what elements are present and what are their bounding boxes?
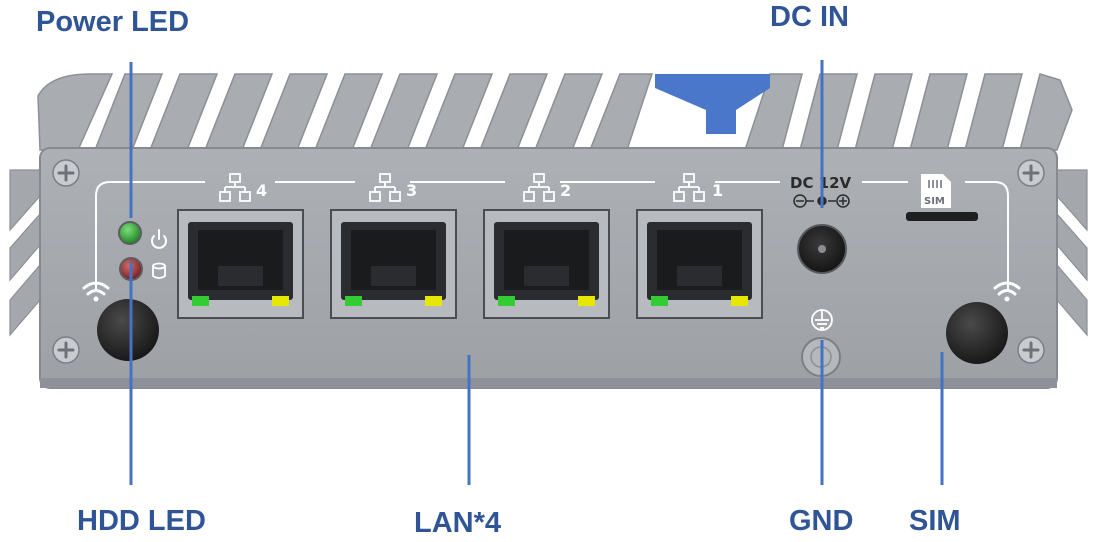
lan-callout: LAN*4 [414,507,502,539]
lan-port-number: 3 [406,181,417,200]
sim-icon-label: SIM [924,196,945,207]
corner-screws [52,159,1045,364]
power-icon [151,229,167,249]
power-led [118,221,142,245]
panel-outline [95,181,1009,290]
network-icon [673,173,705,202]
hdd-led-callout: HDD LED [77,505,206,537]
antenna-left [97,299,159,361]
network-icon [523,173,555,202]
power-led-callout: Power LED [36,6,190,38]
dc-in-callout: DC IN [770,1,849,33]
callout-lines [129,60,944,485]
wifi-icon [82,281,110,296]
top-blue-accent [655,74,770,134]
sim-callout: SIM [909,505,961,537]
wifi-icon [993,281,1021,296]
lan-port-number: 2 [560,181,571,200]
lan-port-number: 4 [256,181,267,200]
lan-port-1 [636,209,763,319]
sim-slot [906,212,978,221]
lan-port-2 [483,209,610,319]
antenna-right [946,302,1008,364]
network-icon [219,173,251,202]
lan-port-number: 1 [712,181,723,200]
gnd-callout: GND [789,505,854,537]
lan-port-4 [177,209,304,319]
sim-card-icon: SIM [921,174,951,208]
ground-icon [811,309,833,331]
lan-port-3 [330,209,457,319]
hdd-icon [152,262,166,279]
network-icon [369,173,401,202]
heatsink-fins [37,73,1073,151]
